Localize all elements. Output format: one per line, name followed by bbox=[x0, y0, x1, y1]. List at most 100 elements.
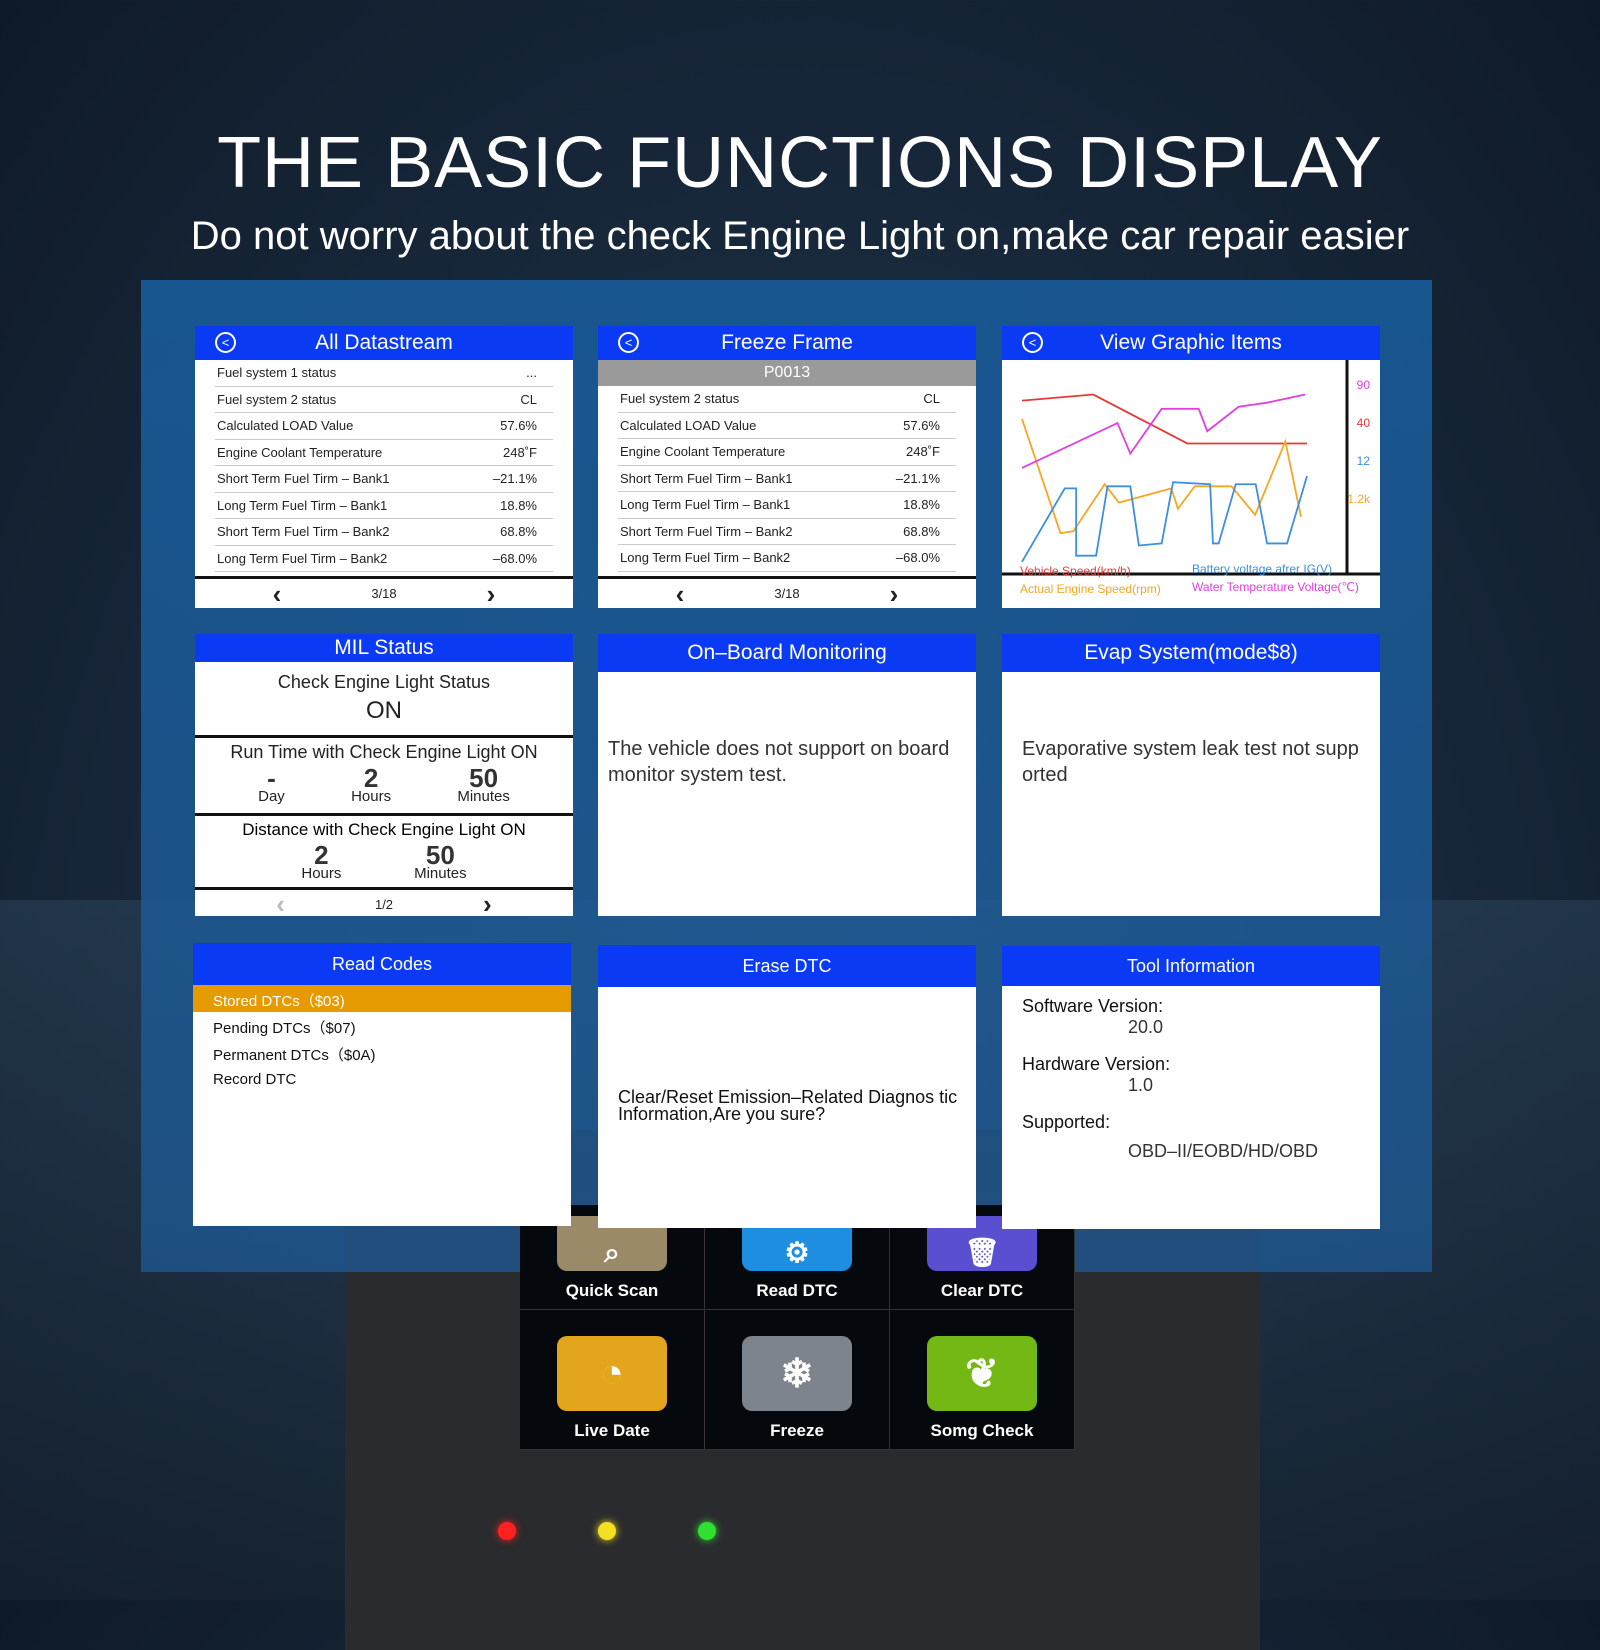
back-icon[interactable]: < bbox=[215, 332, 236, 353]
y-tick-label: 90 bbox=[1356, 378, 1370, 392]
param-value: 18.8% bbox=[500, 497, 537, 513]
menu-item[interactable]: Stored DTCs（$03) bbox=[193, 985, 571, 1012]
next-page-icon[interactable]: › bbox=[889, 578, 899, 608]
param-value: –68.0% bbox=[895, 550, 940, 566]
menu-item[interactable]: Permanent DTCs（$0A) bbox=[213, 1047, 376, 1064]
param-name: Calculated LOAD Value bbox=[620, 417, 757, 433]
data-row: Long Term Fuel Tirm – Bank1 18.8% bbox=[215, 493, 553, 519]
next-page-icon[interactable]: › bbox=[486, 578, 496, 608]
supported-protocols: OBD–II/EOBD/HD/OBD bbox=[1128, 1141, 1319, 1161]
runtime-label: Run Time with Check Engine Light ON bbox=[230, 742, 538, 762]
data-row: Calculated LOAD Value 57.6% bbox=[215, 413, 553, 440]
param-name: Engine Coolant Temperature bbox=[217, 444, 383, 460]
param-name: Short Term Fuel Tirm – Bank1 bbox=[217, 471, 390, 487]
erase-dtc-panel: Erase DTC Clear/Reset Emission–Related D… bbox=[598, 945, 976, 1228]
page-title: THE BASIC FUNCTIONS DISPLAY bbox=[217, 123, 1383, 203]
message: The vehicle does not support on board mo… bbox=[608, 738, 950, 786]
panel-title: All Datastream bbox=[315, 331, 453, 354]
chart-axis bbox=[1002, 360, 1380, 576]
menu-item[interactable]: Record DTC bbox=[213, 1071, 297, 1088]
page-indicator: 1/2 bbox=[374, 896, 394, 912]
back-icon[interactable]: < bbox=[618, 332, 639, 353]
next-page-icon[interactable]: › bbox=[483, 889, 492, 916]
param-name: Short Term Fuel Tirm – Bank2 bbox=[620, 523, 793, 539]
snowflake-icon: ❄ bbox=[742, 1336, 852, 1411]
app-freeze[interactable]: ❄Freeze bbox=[705, 1310, 890, 1450]
legend-item: Actual Engine Speed(rpm) bbox=[1020, 582, 1161, 596]
supported-label: Supported: bbox=[1022, 1112, 1111, 1132]
unit: Hours bbox=[351, 788, 392, 805]
distance-label: Distance with Check Engine Light ON bbox=[242, 820, 526, 839]
data-row: Fuel system 1 status... bbox=[215, 360, 553, 387]
param-value: –68.0% bbox=[492, 550, 537, 566]
evap-system-panel: Evap System(mode$8) Evaporative system l… bbox=[1002, 634, 1380, 916]
page-indicator: 3/18 bbox=[774, 586, 800, 601]
param-value: 18.8% bbox=[903, 497, 940, 513]
param-value: 68.8% bbox=[500, 524, 537, 540]
device-screen: ⌕Quick Scan⚙Read DTC🗑Clear DTC◔Live Date… bbox=[520, 1205, 1075, 1450]
app-somg-check[interactable]: ❦ Somg Check bbox=[890, 1310, 1075, 1450]
param-value: 68.8% bbox=[903, 523, 940, 539]
on-board-monitoring-panel: On–Board Monitoring The vehicle does not… bbox=[598, 634, 976, 916]
panel-title: View Graphic Items bbox=[1100, 331, 1282, 354]
data-row: Engine Coolant Temperature 248˚F bbox=[618, 439, 956, 466]
param-value: ... bbox=[526, 365, 537, 381]
data-row: Calculated LOAD Value 57.6% bbox=[618, 413, 956, 439]
param-value: 248˚F bbox=[906, 444, 940, 460]
prev-page-icon[interactable]: ‹ bbox=[276, 889, 285, 916]
app-label: Clear DTC bbox=[940, 1281, 1024, 1300]
software-version: 20.0 bbox=[1128, 1017, 1164, 1037]
unit: Minutes bbox=[414, 865, 467, 882]
panel-title: Erase DTC bbox=[742, 955, 832, 976]
all-datastream-panel: < All Datastream Fuel system 1 status... F… bbox=[195, 326, 573, 608]
leaf-icon: ❦ bbox=[927, 1336, 1037, 1411]
param-value: 57.6% bbox=[903, 417, 940, 433]
legend-item: Water Temperature Voltage(℃) bbox=[1192, 580, 1359, 594]
app-live-date[interactable]: ◔Live Date bbox=[520, 1310, 705, 1450]
param-name: Calculated LOAD Value bbox=[217, 418, 354, 434]
value: 50 bbox=[469, 763, 499, 793]
freeze-frame-panel: <Freeze Frame P0013 Fuel system 2 status… bbox=[598, 326, 976, 608]
panel-title: MIL Status bbox=[334, 636, 434, 659]
param-name: Fuel system 2 status bbox=[217, 391, 337, 407]
status-led bbox=[698, 1522, 716, 1540]
data-row: Long Term Fuel Tirm – Bank1 18.8% bbox=[618, 492, 956, 519]
app-label: Quick Scan bbox=[565, 1281, 659, 1300]
app-label: Somg Check bbox=[930, 1421, 1034, 1440]
data-row: Short Term Fuel Tirm – Bank2 68.8% bbox=[215, 519, 553, 546]
param-value: 57.6% bbox=[500, 418, 537, 434]
panel-title: Evap System(mode$8) bbox=[1084, 641, 1298, 664]
menu-item[interactable]: Pending DTCs（$07) bbox=[213, 1020, 356, 1037]
unit: Hours bbox=[301, 865, 342, 882]
param-value: –21.1% bbox=[492, 471, 537, 487]
prev-page-icon[interactable]: ‹ bbox=[272, 578, 282, 608]
prev-page-icon[interactable]: ‹ bbox=[675, 578, 685, 608]
value: 50 bbox=[425, 840, 455, 870]
value: 2 bbox=[363, 763, 379, 793]
status-value: ON bbox=[366, 697, 402, 724]
data-row: Long Term Fuel Tirm – Bank2–68.0% bbox=[618, 545, 956, 572]
message: Evaporative system leak test not supp or… bbox=[1022, 738, 1359, 786]
legend-item: Vehicle Speed(km/h) bbox=[1020, 564, 1131, 578]
value-unit: -Day bbox=[258, 763, 285, 805]
data-row: Short Term Fuel Tirm – Bank1 –21.1% bbox=[215, 466, 553, 493]
page-subtitle: Do not worry about the check Engine Ligh… bbox=[190, 214, 1410, 258]
param-value: CL bbox=[923, 391, 940, 407]
back-icon[interactable]: < bbox=[1022, 332, 1043, 353]
data-row: Short Term Fuel Tirm – Bank1–21.1% bbox=[618, 466, 956, 492]
param-name: Long Term Fuel Tirm – Bank1 bbox=[217, 497, 388, 513]
unit: Day bbox=[258, 788, 285, 805]
param-name: Engine Coolant Temperature bbox=[620, 444, 786, 460]
param-name: Long Term Fuel Tirm – Bank1 bbox=[620, 497, 791, 513]
param-name: Short Term Fuel Tirm – Bank2 bbox=[217, 524, 390, 540]
data-row: Short Term Fuel Tirm – Bank2 68.8% bbox=[618, 519, 956, 545]
tool-information-panel: Tool Information Software Version: 20.0 … bbox=[1002, 946, 1380, 1229]
unit: Minutes bbox=[457, 788, 510, 805]
hardware-label: Hardware Version: bbox=[1022, 1054, 1171, 1074]
